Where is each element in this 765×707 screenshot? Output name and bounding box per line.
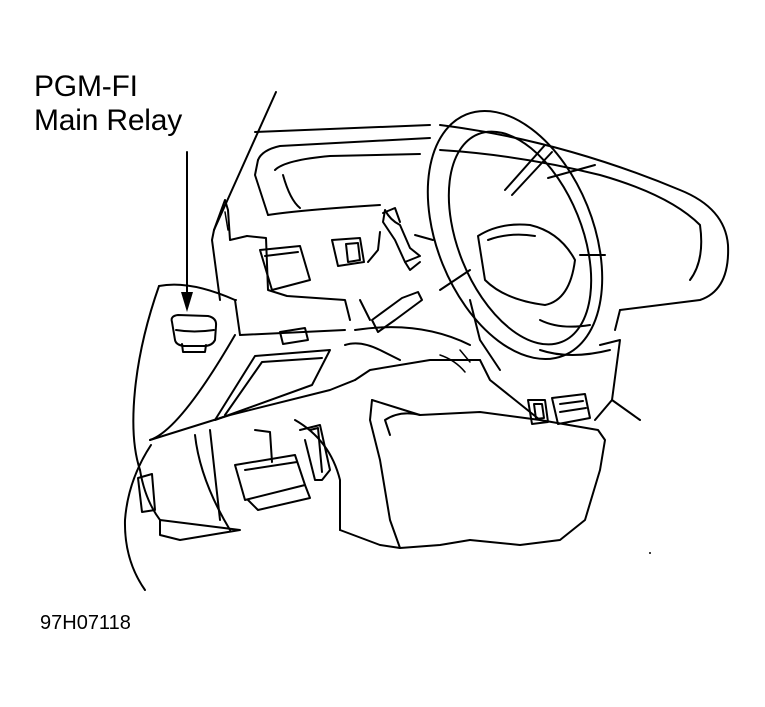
pedals bbox=[137, 419, 401, 549]
steering-column bbox=[344, 207, 471, 361]
center-console bbox=[369, 299, 641, 549]
left-dash-panel bbox=[158, 199, 365, 345]
callout-label: PGM-FI Main Relay bbox=[34, 70, 182, 138]
main-relay bbox=[170, 314, 218, 353]
leader-arrow bbox=[181, 151, 193, 312]
a-pillar bbox=[123, 91, 277, 591]
knee-panel bbox=[149, 334, 481, 441]
dashboard-top bbox=[254, 124, 730, 331]
detail-marks bbox=[224, 211, 651, 554]
callout-label-line2: Main Relay bbox=[34, 104, 183, 137]
figure-id: 97H07118 bbox=[40, 612, 131, 634]
steering-wheel bbox=[426, 109, 611, 361]
callout-label-line1: PGM-FI bbox=[34, 70, 138, 103]
